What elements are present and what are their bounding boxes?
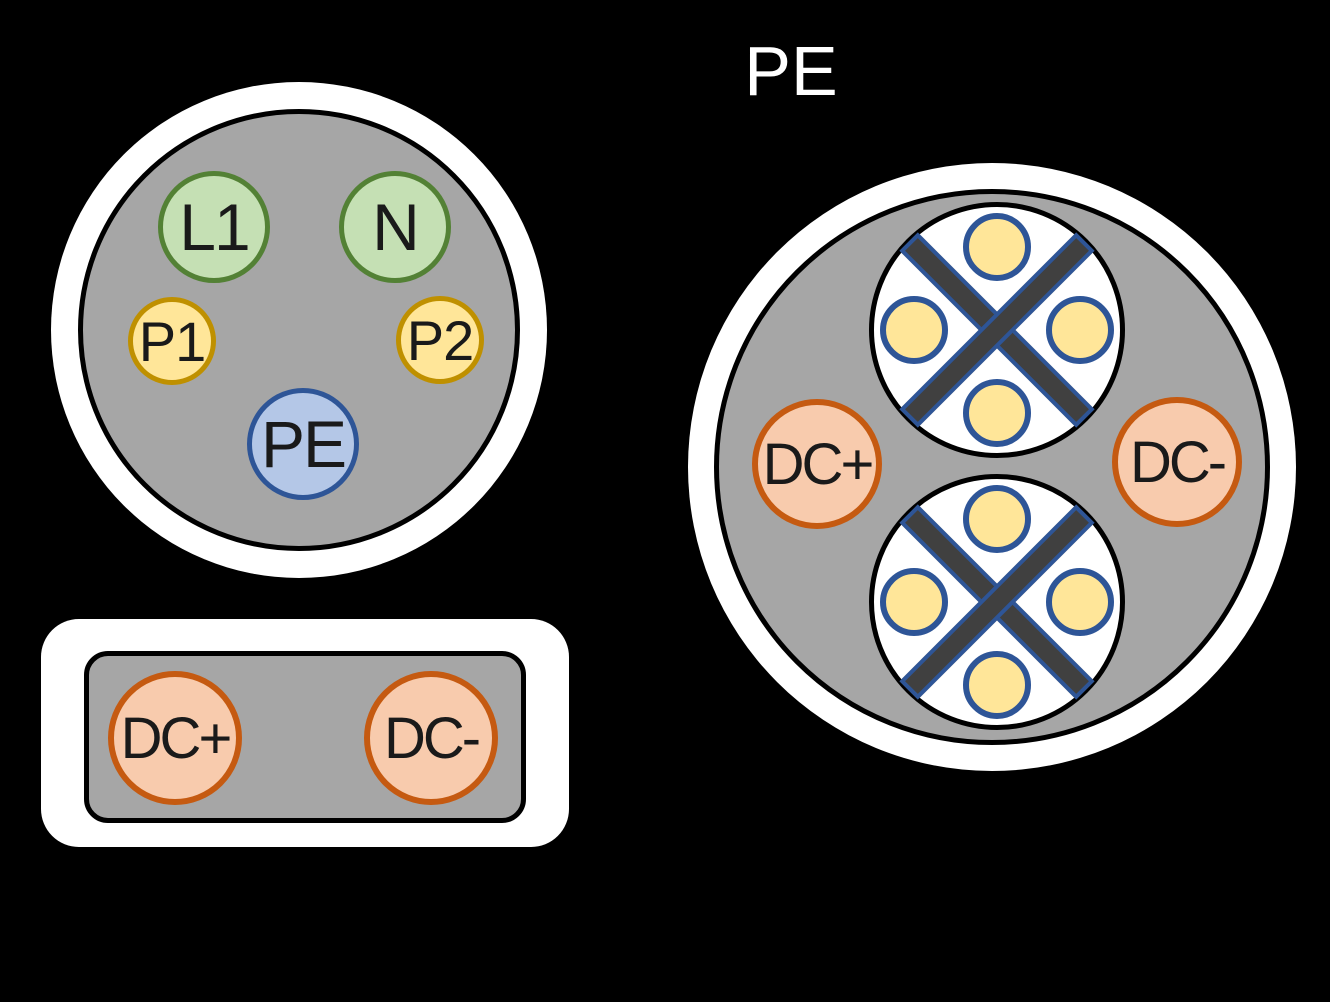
- data-wire-top-pod-east: [1046, 296, 1114, 364]
- ac-pin-pe-label: PE: [260, 407, 347, 481]
- hybrid-dc-pin-negative: DC-: [1112, 397, 1242, 527]
- ac-pin-p2: P2: [396, 296, 484, 384]
- ac-pin-p2-label: P2: [406, 308, 474, 372]
- data-wire-top-pod-west: [880, 296, 948, 364]
- ac-pin-l1-label: L1: [179, 190, 250, 264]
- data-wire-bottom-pod-west: [880, 568, 948, 636]
- hybrid-dc-pin-negative-label: DC-: [1129, 429, 1227, 495]
- data-wire-bottom-pod-north: [963, 485, 1031, 553]
- dc-pin-positive: DC+: [108, 671, 242, 805]
- ac-pin-l1: L1: [158, 171, 270, 283]
- ac-pin-n: N: [339, 171, 451, 283]
- dc-pin-positive-label: DC+: [120, 705, 233, 771]
- ac-pin-p1-label: P1: [138, 309, 206, 373]
- hybrid-shield-pe-label: PE: [744, 32, 838, 110]
- hybrid-dc-pin-positive-label: DC+: [762, 431, 875, 497]
- ac-pin-pe: PE: [247, 388, 359, 500]
- ac-pin-n-label: N: [372, 190, 420, 264]
- hybrid-dc-pin-positive: DC+: [752, 399, 882, 529]
- dc-pin-negative: DC-: [364, 671, 498, 805]
- data-wire-top-pod-south: [963, 379, 1031, 447]
- data-wire-bottom-pod-east: [1046, 568, 1114, 636]
- ac-pin-p1: P1: [128, 297, 216, 385]
- dc-pin-negative-label: DC-: [383, 705, 481, 771]
- data-wire-bottom-pod-south: [963, 651, 1031, 719]
- data-wire-top-pod-north: [963, 213, 1031, 281]
